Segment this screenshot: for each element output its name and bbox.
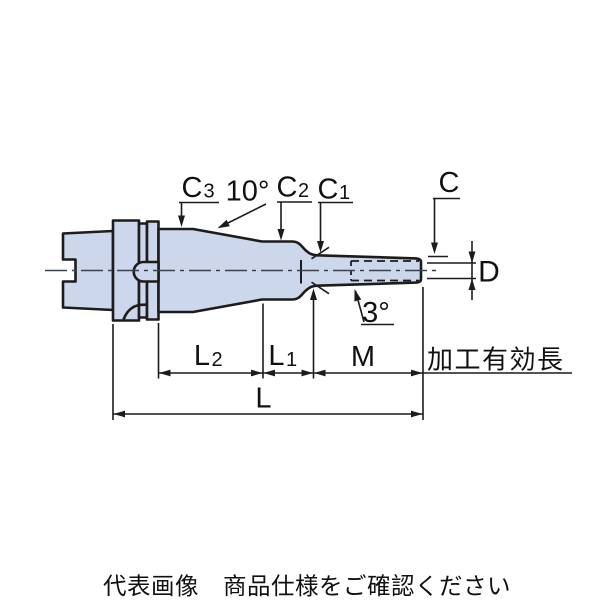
label-c2-sub: 2 [298, 180, 309, 202]
caption-text: 代表画像 商品仕様をご確認ください [103, 573, 511, 599]
label-l1: L [268, 340, 284, 372]
label-d: D [478, 256, 500, 289]
leader-c1 [318, 201, 353, 242]
drive-key-tab [132, 260, 160, 283]
arrow-3deg [354, 289, 362, 302]
arrow-d-up [468, 278, 476, 290]
chamfer-tick-top [311, 246, 330, 260]
chamfer-tick-bottom [311, 281, 330, 295]
arrow-c1 [317, 241, 324, 253]
label-nose-angle: 3° [362, 297, 390, 329]
arrow-c [431, 242, 438, 254]
leader-10deg [220, 203, 267, 228]
arrow-c1-bottom [310, 288, 317, 300]
arrow-l-left [113, 410, 125, 418]
label-c3: C [182, 172, 203, 204]
arrow-l2-left [159, 369, 171, 377]
label-l2-sub: 2 [212, 349, 223, 371]
arrow-m-left [314, 369, 326, 377]
arrow-m-right [411, 369, 423, 377]
arrow-c3 [178, 215, 185, 227]
arrow-l2-right [251, 369, 263, 377]
leader-c [433, 197, 460, 244]
label-c1-sub: 1 [339, 182, 350, 204]
arrow-l1-left [263, 369, 275, 377]
arrow-d-down [468, 251, 476, 263]
label-c2: C [277, 172, 298, 204]
label-l2: L [194, 340, 210, 372]
leader-c3 [179, 201, 219, 217]
dimension-arrowheads [113, 215, 476, 418]
label-l1-sub: 1 [286, 349, 297, 371]
arrow-l-right [411, 410, 423, 418]
leader-c2 [277, 201, 312, 230]
label-taper-angle: 10° [226, 176, 270, 208]
arrow-10deg [217, 219, 230, 229]
dimension-lines [112, 197, 572, 420]
label-effective-length: 加工有効長 [427, 345, 565, 375]
label-m: M [351, 341, 375, 373]
flange-notch-arc [122, 303, 147, 321]
label-c: C [439, 167, 460, 199]
label-l: L [255, 383, 271, 415]
arrow-c2 [277, 229, 285, 241]
label-c1: C [318, 174, 339, 206]
label-c3-sub: 3 [204, 181, 215, 203]
arrow-l1-right [301, 369, 313, 377]
dimension-labels: C 3 10° C 2 C 1 C D 3° L 2 L 1 M 加工有効長 L [182, 167, 565, 415]
